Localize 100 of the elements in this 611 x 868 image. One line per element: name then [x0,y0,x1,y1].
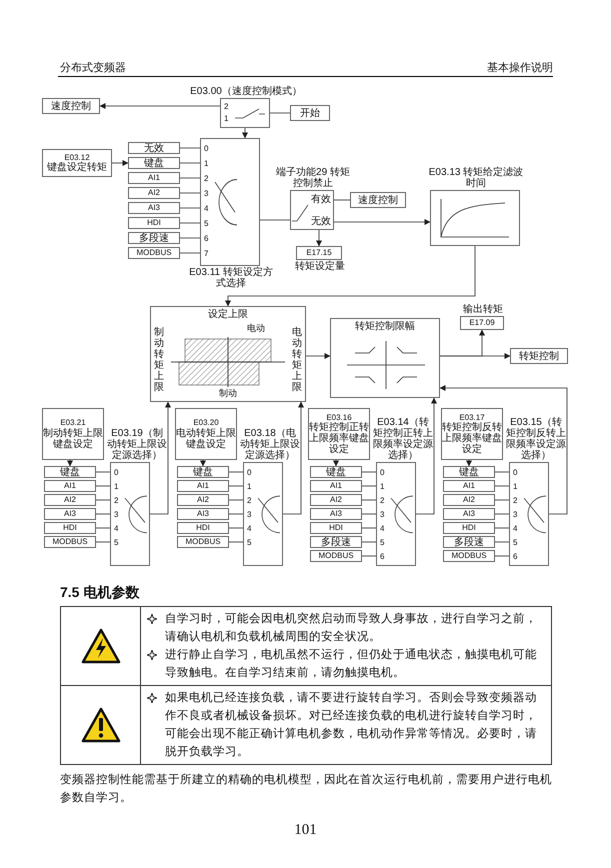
signal-source-box [310,508,362,520]
port-number: 2 [380,496,384,506]
connector-line [180,162,200,164]
signal-source-box [44,466,96,478]
arrow [242,128,248,138]
parameter-setting-box [308,408,370,460]
port-number: 1 [224,114,228,124]
arrow [67,460,73,466]
connector-line [180,222,200,224]
box-label: AI2 [196,495,209,505]
port-number: 3 [380,510,384,520]
box-label: E03.16 [326,412,352,422]
signal-source-box [44,480,96,492]
quadrant-label: 制动 [219,389,237,399]
signal-source-box [128,157,180,169]
box-label: AI1 [148,173,160,183]
box-label: HDI [196,523,210,533]
parameter-setting-box [175,408,237,460]
box-label: E03.20 [193,418,219,428]
port-number: 1 [247,482,252,492]
box-label: AI2 [330,495,342,505]
port-number: 3 [247,510,252,520]
signal-source-box [128,187,180,199]
box-label: AI3 [462,509,475,519]
port-number: 6 [380,552,384,562]
parameter-caption: 端子功能29 转矩控制禁止 [275,167,351,189]
arrow [306,353,330,359]
port-number: 2 [247,496,252,506]
section-heading: 7.5 电机参数 [60,584,140,602]
port-number: 7 [204,249,208,259]
box-label: E17.15 [306,248,332,258]
mode-box [42,98,100,114]
port-number: 3 [204,189,208,199]
port-number: 0 [247,468,252,478]
box-label: 键盘 [326,466,346,478]
box-title: 设定上限 [207,309,249,320]
signal-source-box [128,172,180,184]
header-section: 基本操作说明 [487,60,553,75]
signal-source-box [443,508,495,520]
signal-source-box [443,494,495,506]
switch-position-label: 无效 [311,216,331,227]
mode-box [350,192,406,208]
parameter-caption: E03.11 转矩设定方式选择 [188,267,274,289]
body-paragraph: 变频器控制性能需基于所建立的精确的电机模型，因此在首次运行电机前，需要用户进行电机参数自学习。 [60,772,552,806]
arrow [334,219,430,225]
signal-source-box [443,550,495,562]
box-caption: 转矩设定量 [294,261,346,272]
signal-source-box [128,142,180,154]
signal-source-box [443,522,495,534]
box-label: E17.09 [469,318,495,328]
box-label: AI3 [148,203,160,213]
limiter-box [330,318,440,398]
arrow [150,402,171,514]
signal-source-box [177,522,229,534]
signal-source-box [310,550,362,562]
box-label: AI1 [462,481,475,491]
box-label: MODBUS [451,551,487,561]
port-number: 5 [204,219,208,229]
header-title: 分布式变频器 [60,60,126,75]
signal-source-box [44,522,96,534]
signal-source-box [443,466,495,478]
box-label: 多段速 [139,232,169,244]
start-box [290,105,330,121]
signal-source-box [128,232,180,244]
signal-source-box [128,202,180,214]
parameter-caption: 输出转矩 [462,304,504,315]
vertical-label: 制动转矩上限 [154,327,164,393]
port-number: 3 [513,510,518,520]
port-number: 5 [247,538,252,548]
arrow [333,460,339,466]
port-number: 0 [204,144,208,154]
warning-text: 进行静止自学习，电机虽然不运行，但仍处于通电状态，触摸电机可能导致触电。在自学习结束前，请勿触摸电机。 [165,648,538,681]
port-number: 1 [513,482,518,492]
arrow [440,330,485,356]
switch-position-label: 有效 [311,194,331,205]
port-number: 5 [114,538,118,548]
box-label: 制动转矩上限键盘设定 [43,428,103,450]
box-label: AI3 [64,509,76,519]
vertical-label: 电动转矩上限 [292,327,302,393]
signal-source-box [128,217,180,229]
warning-text: 自学习时，可能会因电机突然启动而导致人身事故，进行自学习之前，请确认电机和负载机械周围的安全状况。 [165,611,538,645]
arrow [200,460,206,466]
port-number: 5 [513,538,518,548]
arrow [100,103,220,109]
parameter-caption: E03.00（速度控制模式） [189,86,303,97]
arrow [282,402,304,514]
torque-limit-box [150,306,306,402]
signal-source-box [177,480,229,492]
box-label: MODBUS [136,248,172,258]
box-label: 速度控制 [51,100,91,112]
port-number: 3 [114,510,118,520]
box-label: 转矩控制反转上限频率键盘设定 [442,422,502,456]
box-title: 转矩控制限幅 [354,321,416,332]
signal-source-box [128,247,180,259]
parameter-setting-box [42,149,112,177]
port-number: 1 [380,482,384,492]
port-number: 0 [114,468,118,478]
port-number: 4 [513,524,518,534]
box-label: E03.21 [60,418,86,428]
box-label: HDI [329,523,343,533]
